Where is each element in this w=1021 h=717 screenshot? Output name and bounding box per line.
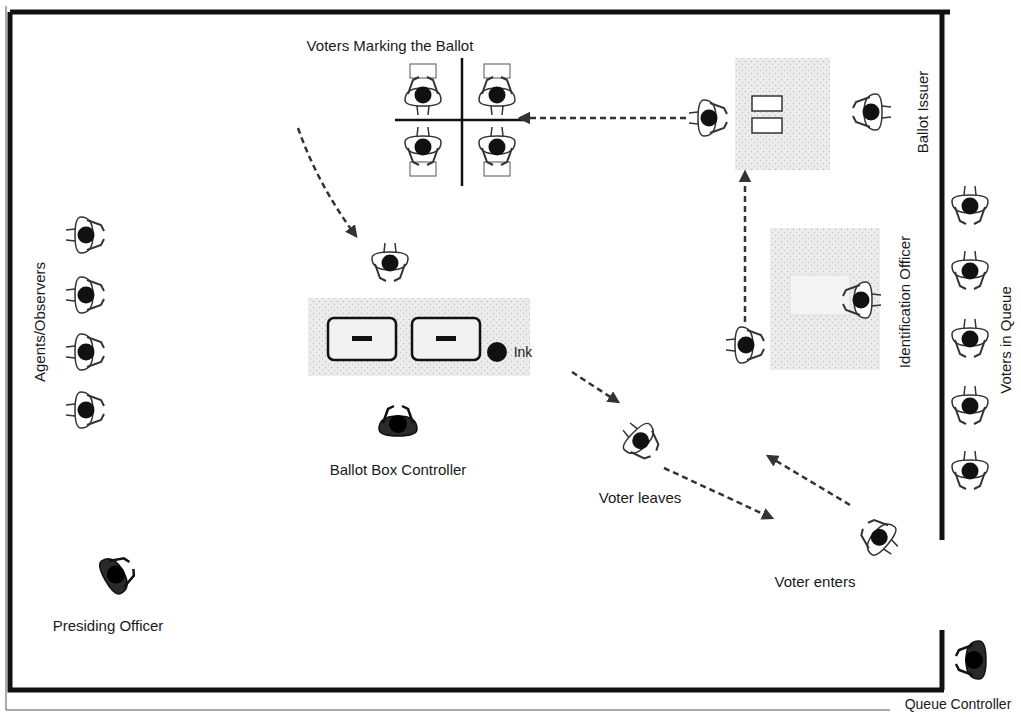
room-label: Voters Marking the Ballot xyxy=(307,37,474,54)
voting-booths xyxy=(395,58,530,186)
room-label: Voters in Queue xyxy=(997,286,1014,394)
voter-queue xyxy=(952,186,988,489)
flow-arrows xyxy=(298,118,850,518)
page-frame xyxy=(6,6,890,710)
ballot-issuer-table xyxy=(689,58,891,170)
room-label: Agents/Observers xyxy=(31,262,48,382)
room-walls xyxy=(10,12,950,690)
identification-table xyxy=(726,228,881,370)
room-label: Queue Controller xyxy=(905,696,1012,712)
leaving-voter xyxy=(614,414,666,466)
ballot-box-table xyxy=(308,243,530,436)
agents-observers xyxy=(66,217,104,428)
presiding-officer xyxy=(96,549,141,597)
room-label: Ballot Issuer xyxy=(914,71,931,154)
room-label: Identification Officer xyxy=(896,236,913,368)
room-label: Presiding Officer xyxy=(53,617,164,634)
ink-pot xyxy=(487,342,507,362)
room-label: Ballot Box Controller xyxy=(330,461,467,478)
room-label: Ink xyxy=(514,344,533,360)
queue-controller xyxy=(956,641,986,679)
room-label: Voter leaves xyxy=(599,489,682,506)
entering-voter xyxy=(854,512,906,564)
room-label: Voter enters xyxy=(775,573,856,590)
